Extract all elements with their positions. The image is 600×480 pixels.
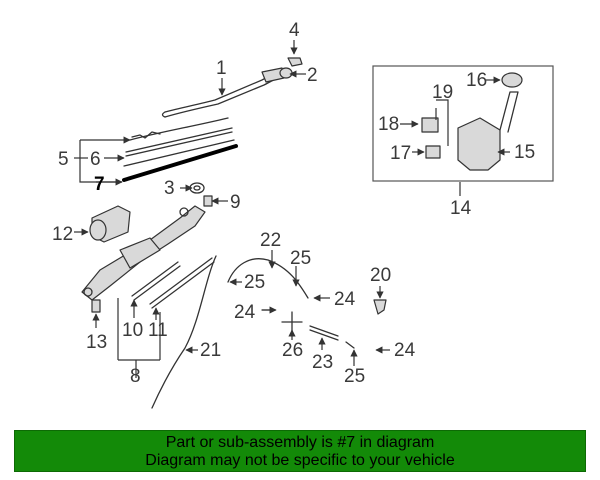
callout-4: 4 [289, 20, 300, 41]
arm-cap[interactable] [279, 67, 293, 79]
callout-12: 12 [52, 224, 73, 245]
reservoir-assembly-box [372, 65, 554, 182]
pivot-nut[interactable] [287, 57, 303, 67]
callout-26: 26 [282, 340, 303, 361]
wiper-blade-refill[interactable] [123, 139, 235, 167]
washer-hose-22[interactable] [227, 258, 309, 299]
bolt-13[interactable] [91, 299, 101, 313]
callout-15: 15 [514, 142, 535, 163]
hose-23[interactable] [309, 325, 339, 341]
callout-14: 14 [450, 198, 472, 219]
washer-reservoir[interactable] [457, 91, 519, 171]
callout-1: 1 [216, 58, 227, 79]
callout-16: 16 [466, 70, 487, 91]
washer-3[interactable] [189, 182, 205, 194]
washer-hose-21[interactable] [151, 255, 217, 409]
reservoir-cap[interactable] [501, 72, 523, 88]
callout-13: 13 [86, 332, 107, 353]
info-banner: Part or sub-assembly is #7 in diagram Di… [14, 430, 586, 472]
callout-22: 22 [260, 230, 281, 251]
blade-insert-part-7[interactable] [122, 144, 238, 182]
callout-6: 6 [90, 149, 101, 170]
callout-3: 3 [164, 178, 175, 199]
wiper-motor[interactable] [89, 205, 131, 243]
washer-pump[interactable] [421, 117, 441, 159]
callout-24-b: 24 [334, 289, 356, 310]
callout-19: 19 [432, 82, 453, 103]
t-joint-26[interactable] [281, 311, 303, 333]
callout-8: 8 [130, 366, 141, 387]
callout-10: 10 [122, 320, 143, 341]
callout-7: 7 [94, 174, 105, 195]
wiper-linkage[interactable] [81, 205, 206, 301]
banner-line-1: Part or sub-assembly is #7 in diagram [165, 434, 435, 451]
linkage-rod-11[interactable] [149, 257, 215, 309]
connector-25c[interactable] [345, 341, 355, 349]
callout-23: 23 [312, 352, 333, 373]
callout-21: 21 [200, 340, 221, 361]
callout-20: 20 [370, 265, 391, 286]
callout-9: 9 [230, 192, 241, 213]
callout-25-b: 25 [290, 248, 311, 269]
callout-11: 11 [148, 320, 168, 341]
callout-24-c: 24 [394, 340, 416, 361]
callout-17: 17 [390, 143, 411, 164]
callout-25-c: 25 [344, 366, 365, 387]
callout-25-a: 25 [244, 272, 265, 293]
nozzle-20[interactable] [373, 299, 387, 315]
callout-2: 2 [307, 65, 318, 86]
banner-line-2: Diagram may not be specific to your vehi… [145, 452, 455, 469]
linkage-rod-10[interactable] [131, 261, 181, 301]
bolt-9[interactable] [203, 195, 213, 207]
callout-5: 5 [58, 149, 69, 170]
callout-24-a: 24 [234, 302, 256, 323]
wiper-blade-middle[interactable] [125, 127, 233, 157]
wiper-blade-upper[interactable] [129, 117, 229, 141]
callout-18: 18 [378, 114, 399, 135]
